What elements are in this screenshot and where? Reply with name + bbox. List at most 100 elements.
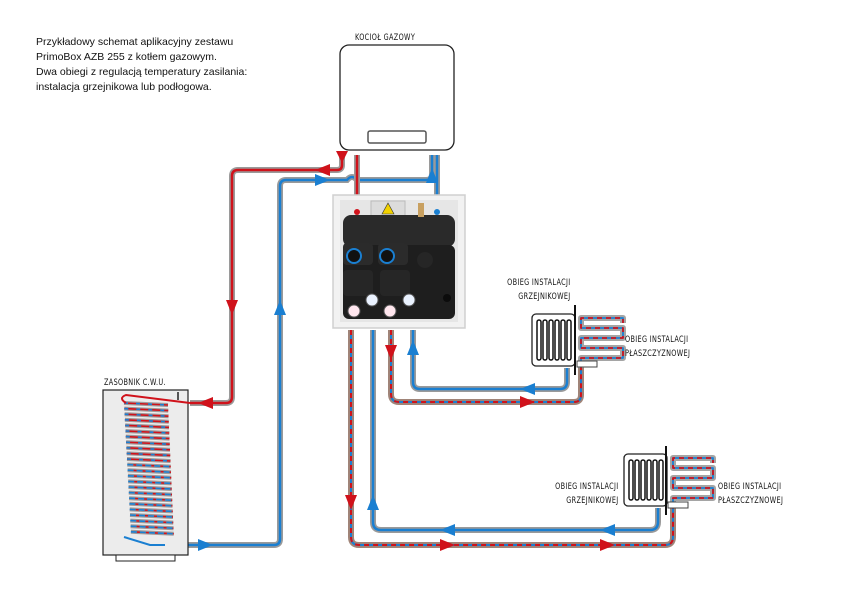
thermometer-3 <box>347 304 361 318</box>
description-line-4: instalacja grzejnikowa lub podłogowa. <box>36 81 212 93</box>
thermometer-4 <box>383 304 397 318</box>
coil-turn-dash <box>128 486 172 490</box>
coil-turn-core <box>129 514 174 518</box>
coil-turn-dash <box>126 458 171 462</box>
coil-turn-dash <box>125 435 170 440</box>
floor-loop-dash <box>672 457 714 508</box>
coil-turn-dash <box>129 503 173 507</box>
coil-turn-dash <box>124 407 169 412</box>
boiler-label: KOCIOŁ GAZOWY <box>355 33 416 43</box>
coil-turn-dash <box>129 514 174 518</box>
circuit1-radiator-label: OBIEG INSTALACJI GRZEJNIKOWEJ <box>508 276 571 304</box>
coil-turn-core <box>128 480 172 485</box>
coil-turn-core <box>130 519 174 524</box>
radiator-fin <box>542 319 548 361</box>
coil-turn-dash <box>124 419 169 423</box>
description-line-3: Dwa obiegi z regulacją temperatury zasil… <box>36 66 248 78</box>
coil-outlet <box>123 536 165 546</box>
coil-turn-dash <box>128 480 172 485</box>
arrow-right-blue <box>315 174 330 186</box>
coil-turn-dash <box>128 491 173 496</box>
label-line: PŁASZCZYZNOWEJ <box>718 496 784 506</box>
coil-turn-dash <box>130 519 174 524</box>
arrow-left-red <box>198 397 213 409</box>
coil-turn-core <box>128 491 173 496</box>
coil-turn-core <box>129 503 173 507</box>
floor-loop-dash <box>580 317 624 368</box>
radiator-fin <box>548 319 554 361</box>
arrow-right-red <box>600 539 615 551</box>
coil-turn-dash <box>130 525 174 529</box>
radiator-fin <box>554 319 560 361</box>
arrow-down-red <box>226 300 238 315</box>
radiator-fin <box>536 319 542 361</box>
label-line: OBIEG INSTALACJI <box>625 335 689 345</box>
circuit2-radiator <box>623 446 668 515</box>
circuit1-floor-heating <box>576 315 626 368</box>
floor-loop <box>670 455 716 508</box>
circuit1-return-pipe <box>410 330 570 392</box>
coil-turn-dash <box>129 497 173 501</box>
tank-label: ZASOBNIK C.W.U. <box>104 378 166 388</box>
coil-turn-dash <box>127 469 172 473</box>
label-line: OBIEG INSTALACJI <box>555 482 619 492</box>
radiator-fin <box>658 459 664 501</box>
coil-turn-dash <box>129 508 173 513</box>
boiler-display <box>367 130 427 144</box>
circuit2-return-pipe <box>370 330 661 533</box>
circuit1-supply-pipe <box>388 330 584 405</box>
coil-turn-dash <box>123 402 169 406</box>
coil-turn-dash <box>126 441 170 445</box>
coil-turn-core <box>128 486 172 490</box>
pump-2 <box>379 248 395 264</box>
arrow-left-blue <box>440 524 455 536</box>
radiator-fin <box>628 459 634 501</box>
label-line: OBIEG INSTALACJI <box>507 278 571 288</box>
tank-supply-pipe <box>190 155 345 406</box>
label-line: GRZEJNIKOWEJ <box>566 496 619 506</box>
arrow-down-red <box>336 151 348 163</box>
radiator-fin <box>566 319 572 361</box>
coil-turn-dash <box>126 447 171 451</box>
description-line-2: PrimoBox AZB 255 z kotłem gazowym. <box>36 51 217 63</box>
radiator-fin <box>560 319 566 361</box>
coil-turn-dash <box>126 452 171 457</box>
description-line-1: Przykładowy schemat aplikacyjny zestawu <box>36 36 234 48</box>
coil-turn-dash <box>125 430 170 434</box>
coil-turn-dash <box>127 475 172 479</box>
label-line: OBIEG INSTALACJI <box>718 482 782 492</box>
coil-turn-dash <box>124 413 169 417</box>
arrow-down-red <box>345 495 357 510</box>
circuit2-supply-pipe <box>348 330 676 548</box>
coil-turn-dash <box>130 531 174 535</box>
radiator-fin <box>640 459 646 501</box>
flow-arrows <box>198 151 615 551</box>
radiator-fin <box>646 459 652 501</box>
coil-turn-core <box>129 497 173 501</box>
coil-turn-core <box>130 531 174 535</box>
thermometer-1 <box>365 293 379 307</box>
coil-turn-dash <box>125 424 170 429</box>
coil-turn-dash <box>127 463 171 468</box>
primobox-module <box>332 194 466 329</box>
arrow-left-red <box>315 164 330 176</box>
thermometer-2 <box>402 293 416 307</box>
coil-turn-core <box>130 525 174 529</box>
tank-heating-coil <box>121 393 191 546</box>
arrow-up-blue <box>426 168 438 183</box>
pump-1 <box>346 248 362 264</box>
arrow-up-blue <box>407 340 419 355</box>
label-line: GRZEJNIKOWEJ <box>518 292 571 302</box>
arrow-right-red <box>520 396 535 408</box>
circuit1-radiator <box>531 305 576 375</box>
coil-inlet <box>121 393 191 404</box>
arrow-up-blue <box>274 300 286 315</box>
coil-turn-core <box>127 475 172 479</box>
circuit2-radiator-label: OBIEG INSTALACJI GRZEJNIKOWEJ <box>556 480 619 508</box>
label-line: PŁASZCZYZNOWEJ <box>625 349 691 359</box>
radiator-fin <box>634 459 640 501</box>
arrow-down-red <box>385 345 397 360</box>
coil-turn-core <box>127 469 172 473</box>
gas-boiler <box>339 44 455 151</box>
